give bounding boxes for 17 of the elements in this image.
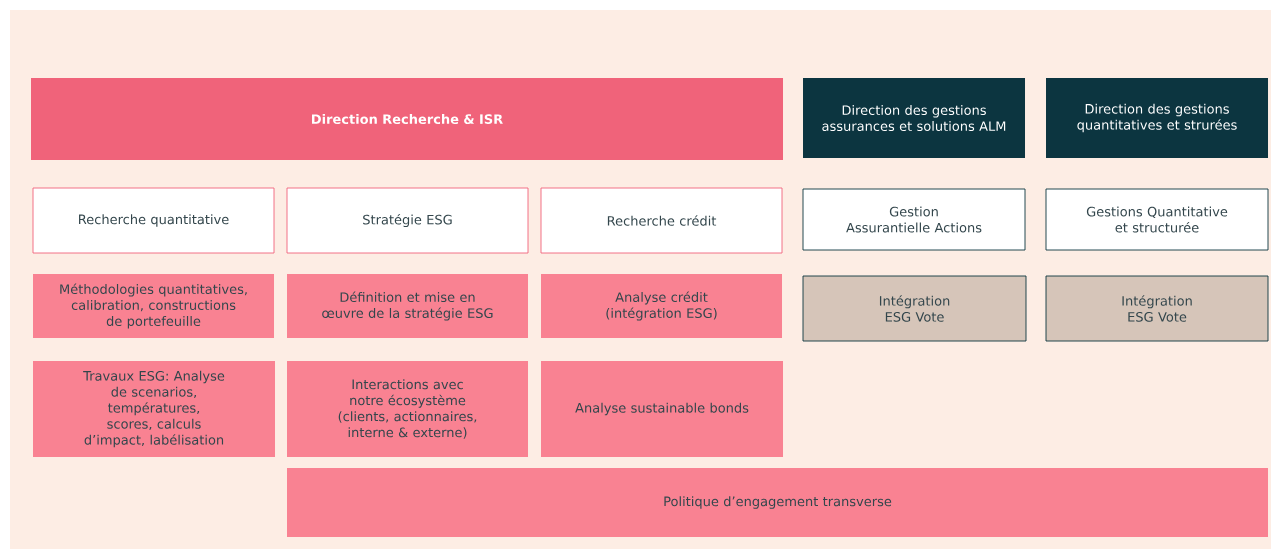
task-box: Méthodologies quantitatives, calibration, constructions de portefeuille xyxy=(33,274,274,338)
team-box: Gestion Assurantielle Actions xyxy=(802,188,1026,251)
department-box: Direction des gestions quantitatives et strurées xyxy=(1046,78,1268,158)
task-box: Analyse crédit (intégration ESG) xyxy=(541,274,782,338)
team-box: Recherche crédit xyxy=(540,187,783,254)
task-box: Définition et mise en œuvre de la stratégie ESG xyxy=(287,274,528,338)
department-box: Direction des gestions assurances et solutions ALM xyxy=(803,78,1025,158)
team-box: Stratégie ESG xyxy=(286,187,529,254)
task-box: Interactions avec notre écosystème (clients, actionnaires, interne & externe) xyxy=(287,361,528,457)
team-box: Gestions Quantitative et structurée xyxy=(1045,188,1269,251)
task-box: Intégration ESG Vote xyxy=(1045,275,1269,342)
task-box: Intégration ESG Vote xyxy=(802,275,1027,342)
task-box: Analyse sustainable bonds xyxy=(541,361,783,457)
team-box: Recherche quantitative xyxy=(32,187,275,254)
department-box: Direction Recherche & ISR xyxy=(31,78,783,160)
task-box: Politique d’engagement transverse xyxy=(287,468,1268,537)
task-box: Travaux ESG: Analyse de scenarios, températures, scores, calculs d’impact, labélisation xyxy=(33,361,275,457)
